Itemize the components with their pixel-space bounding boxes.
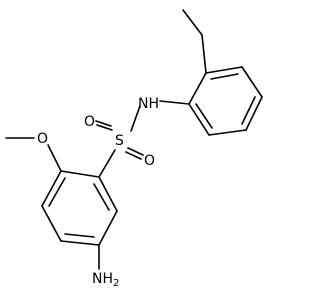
bond-s-o-top-2: [96, 124, 113, 131]
bond-s-o-top-1: [95, 120, 112, 127]
bond-ring2-double-2: [241, 96, 256, 125]
bond-ring2-b: [241, 66, 263, 98]
bond-s-ring1: [98, 149, 116, 178]
bond-ring2-e: [188, 103, 210, 136]
bond-ring2-d: [208, 129, 247, 136]
structure-canvas: NH S O O O NH2: [5, 9, 263, 289]
bond-ring1-d: [60, 240, 100, 246]
amine-subscript: 2: [113, 278, 119, 289]
bond-ring2-double-3: [195, 103, 213, 129]
bond-ring2-double-1: [210, 73, 239, 80]
sulfur-label: S: [115, 133, 124, 149]
oxygen-top-label: O: [84, 114, 95, 130]
bond-ring1-c: [41, 205, 62, 242]
bond-ring1-b: [41, 170, 62, 207]
bond-ring2-c: [245, 96, 263, 131]
oxygen-bottom-label: O: [144, 153, 155, 169]
bond-ring1-a: [60, 170, 100, 178]
nh-label: NH: [138, 96, 159, 112]
oxygen-methoxy-label: O: [37, 131, 48, 147]
bond-ring2-f: [188, 72, 207, 105]
bond-ethyl-ch2: [201, 34, 207, 74]
bond-ring1-double-3: [48, 177, 66, 207]
bond-ring1-double-1: [93, 183, 110, 211]
bond-n-aryl: [159, 100, 190, 105]
bond-ethyl-ch3: [182, 9, 203, 36]
bond-s-n: [130, 105, 141, 132]
amine-n: N: [92, 271, 102, 287]
bond-ring2-a: [205, 66, 243, 74]
bond-s-o-bottom-1: [127, 147, 144, 156]
molecule-drawing: NH S O O O NH2: [5, 9, 263, 289]
bond-ring1-double-2: [64, 233, 95, 238]
bond-ring1-o: [47, 144, 62, 172]
bond-ring1-e: [98, 210, 118, 246]
bond-ring1-f: [98, 176, 118, 212]
bond-s-o-bottom-2: [125, 151, 142, 160]
amine-h: H: [102, 271, 113, 287]
amine-label: NH2: [92, 271, 119, 289]
